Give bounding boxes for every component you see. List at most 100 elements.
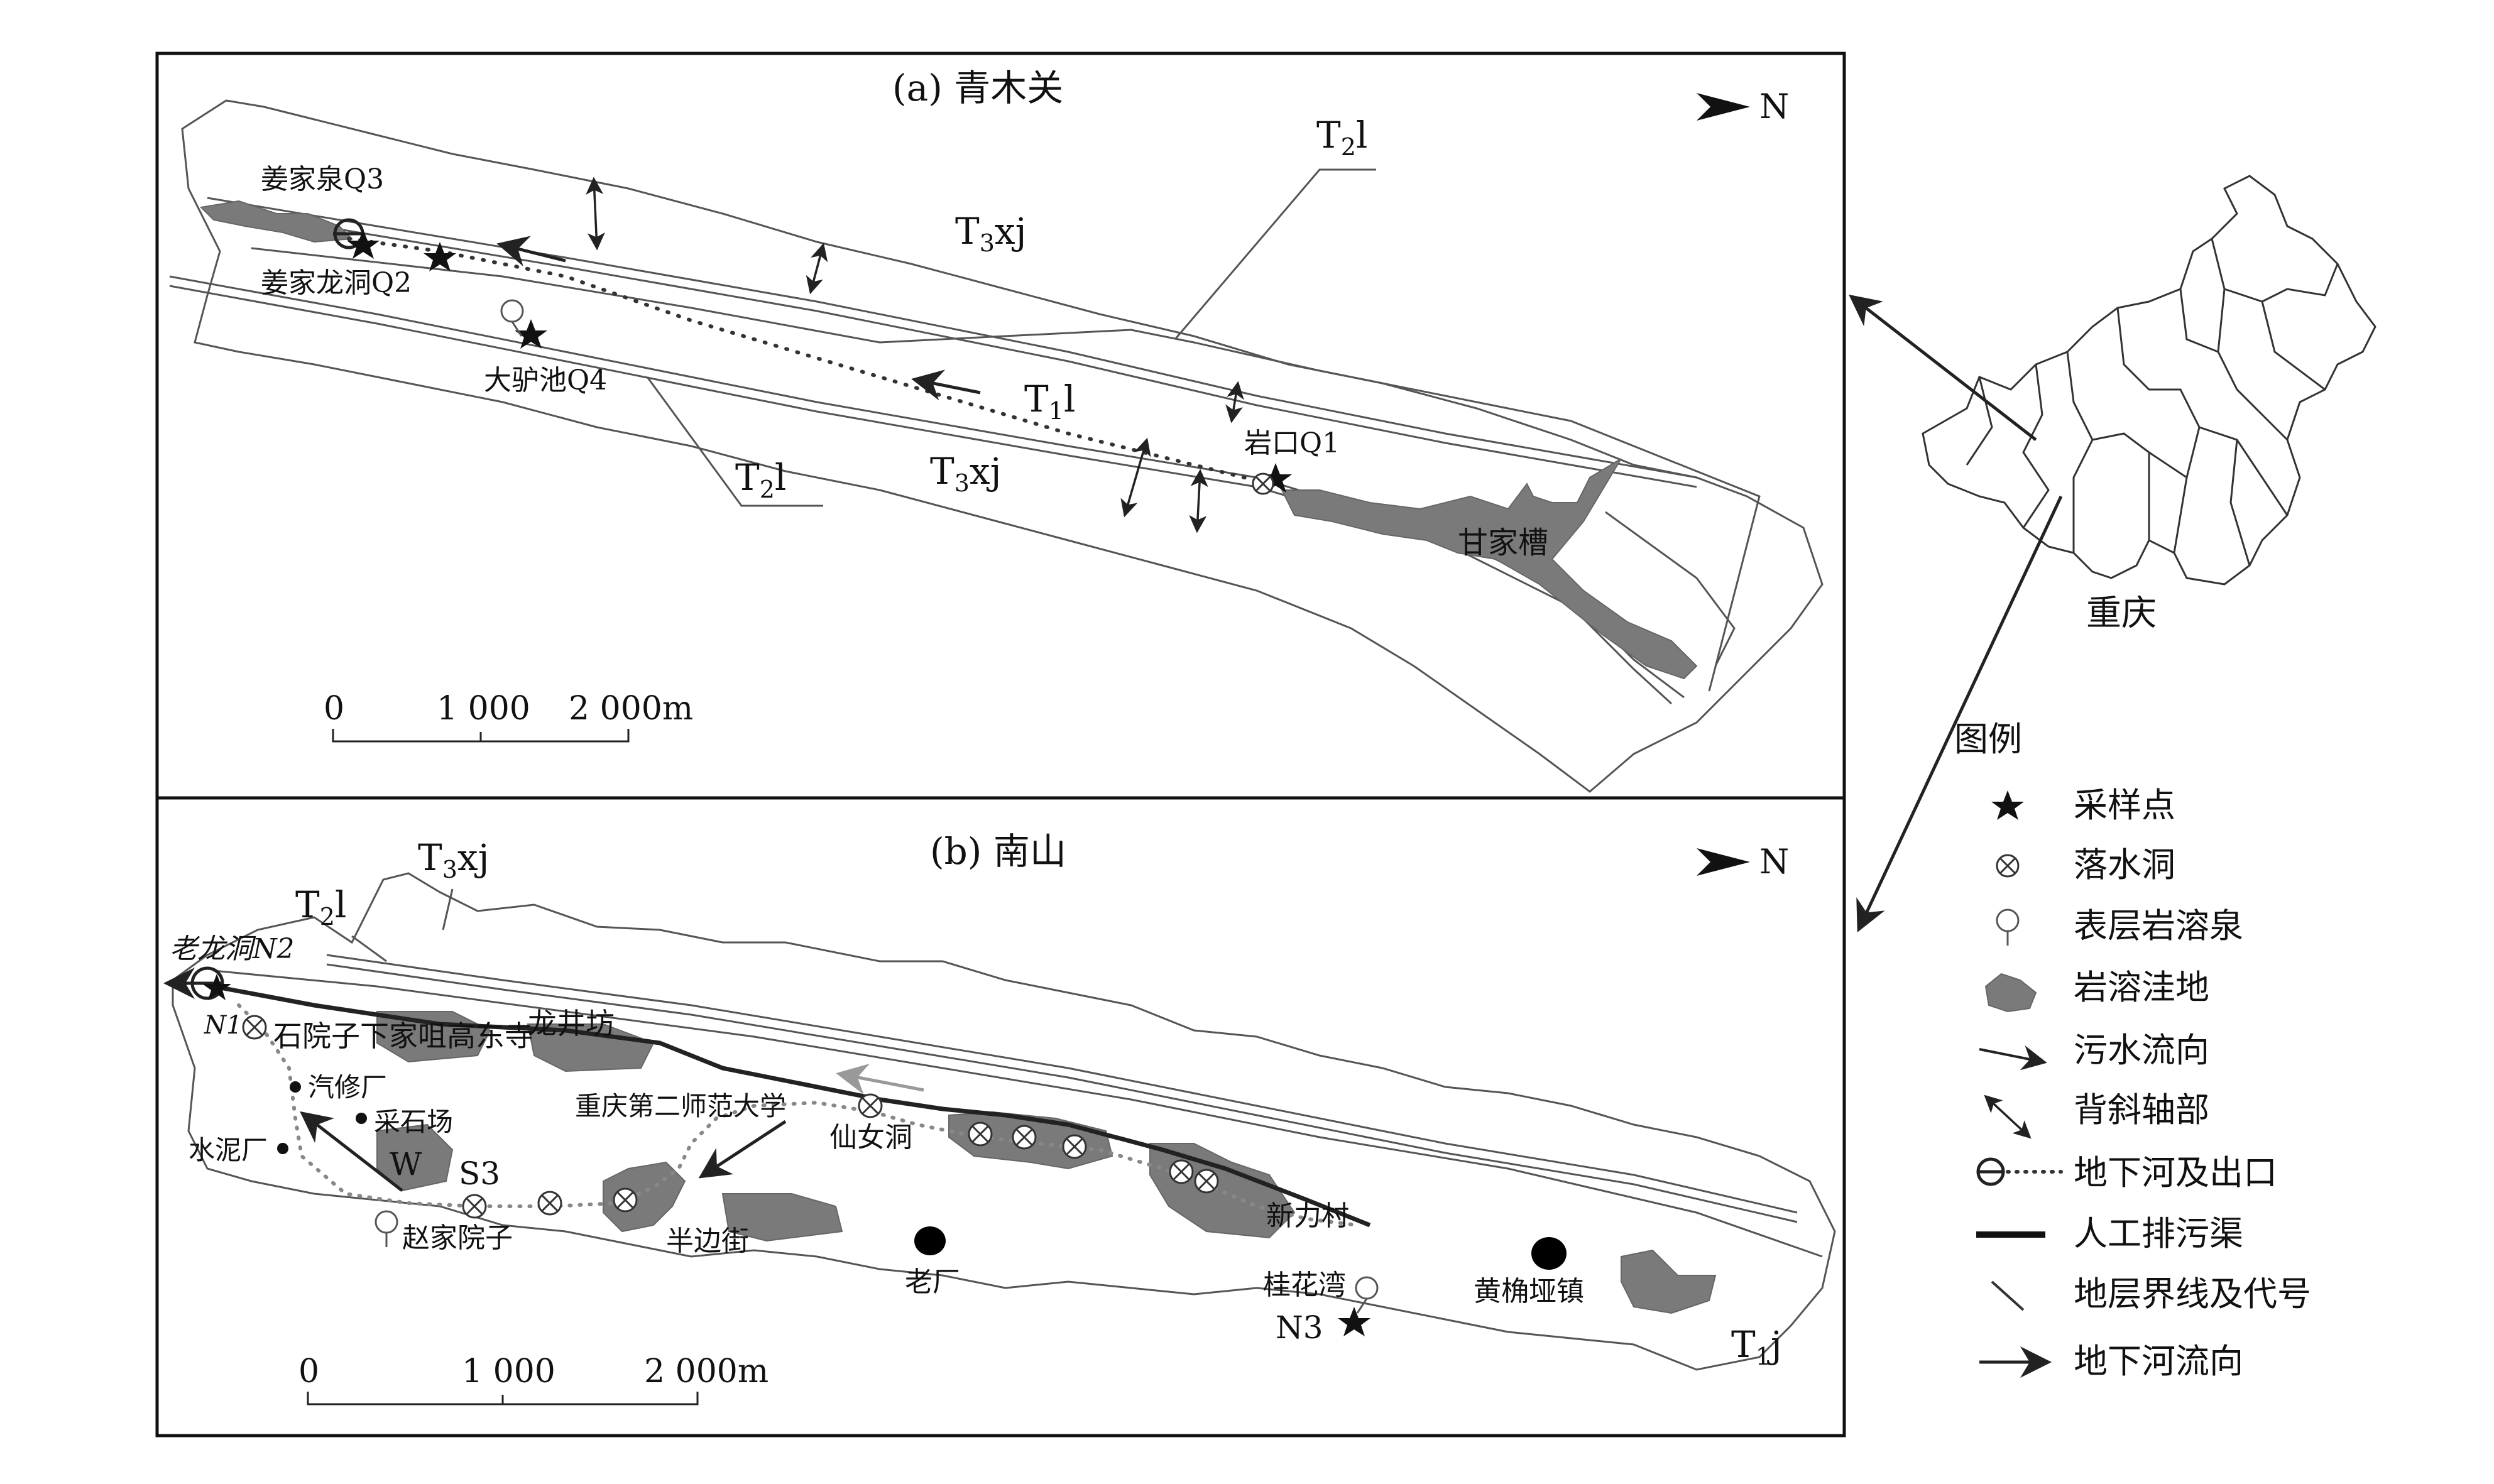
panel-a-label-q4: 大驴池Q4 xyxy=(484,364,607,396)
legend-item-sampling-point: 采样点 xyxy=(2074,785,2175,825)
panel-a-north-arrow: N xyxy=(1697,87,1789,126)
panel-b-label-guihuawan: 桂花湾 xyxy=(1263,1269,1346,1301)
panel-b-label-w: W xyxy=(390,1146,422,1182)
panel-a-boundary xyxy=(181,99,1824,793)
panel-b-label-xinlicun: 新力村 xyxy=(1266,1200,1349,1232)
panel-a-stratum-t1l: T1l xyxy=(1024,378,1075,425)
panel-b-sinkhole-3 xyxy=(613,1187,638,1213)
panel-b-label-caishichang: 采石场 xyxy=(374,1106,453,1137)
panel-b-label-n1: N1 xyxy=(204,1011,242,1040)
svg-text:2 000m: 2 000m xyxy=(644,1353,768,1390)
panel-b-north-arrow: N xyxy=(1697,842,1789,881)
panel-b-point-shuinichang xyxy=(277,1143,288,1154)
panel-b-town-huangjueya xyxy=(1531,1237,1567,1270)
inset-map-label: 重庆 xyxy=(2086,593,2157,634)
legend-item-stratum-boundary: 地层界线及代号 xyxy=(2074,1274,2311,1314)
panel-a-depression-ganjiacao xyxy=(1281,458,1698,680)
legend-item-river-flow: 地下河流向 xyxy=(2074,1341,2243,1381)
panel-b-label-xiannvdong: 仙女洞 xyxy=(829,1121,912,1154)
panel-a-stratum-t2l-bottom: T2l xyxy=(735,456,786,503)
panel-b-sinkhole-2 xyxy=(537,1191,562,1216)
panel-b-t3xj-leader xyxy=(442,888,454,930)
svg-text:2 000m: 2 000m xyxy=(569,690,693,728)
panel-b-stratum-t2l: T2l xyxy=(295,883,346,930)
panel-b-flow-arrow-w xyxy=(300,1111,403,1192)
legend: 图例 采样点 落水洞 表层岩溶泉 岩溶洼地 污水流向 背斜轴部 地 xyxy=(1954,719,2311,1381)
panel-a-stratum-t3xj-bottom: T3xj xyxy=(930,450,1002,497)
inset-map-outline xyxy=(1922,175,2376,586)
panel-b-river-outlet-symbol xyxy=(163,966,224,1000)
panel-a-anticline-3 xyxy=(1225,381,1244,423)
panel-b-label-laochang: 老厂 xyxy=(905,1266,960,1298)
panel-b-karst-spring-zhaojia xyxy=(375,1210,398,1247)
panel-a-label-q3: 姜家泉Q3 xyxy=(261,163,384,195)
legend-karst-spring-icon xyxy=(1996,908,2020,946)
panel-b-sinkhole-7 xyxy=(1169,1159,1194,1184)
panel-b-t2l-leader xyxy=(351,935,387,963)
panel-a-bedline-6 xyxy=(1605,511,1736,667)
panel-b-scale-bar: 0 1 000 2 000m xyxy=(298,1353,768,1405)
panel-b-label-banbianjie: 半边街 xyxy=(666,1225,749,1257)
inset-map-districts xyxy=(1966,238,2339,566)
panel-b-label-shuinichang: 水泥厂 xyxy=(189,1135,268,1165)
panel-b-label-shiyuanzi: 石院子下家咀高东寺 xyxy=(273,1019,533,1053)
legend-anticline-icon xyxy=(1984,1094,2032,1139)
panel-a-bedline-2 xyxy=(207,206,1697,488)
legend-item-sinkhole: 落水洞 xyxy=(2074,845,2175,885)
legend-item-underground-river: 地下河及出口 xyxy=(2074,1153,2277,1192)
panel-a-sample-q2 xyxy=(424,242,456,271)
panel-a-flow-arrow-2 xyxy=(911,369,981,401)
panel-b-point-caishichang xyxy=(356,1113,367,1124)
panel-b-bedline-3 xyxy=(326,963,1798,1223)
panel-b-label-n3: N3 xyxy=(1276,1309,1323,1346)
svg-text:N: N xyxy=(1759,842,1789,881)
panel-a-anticline-2 xyxy=(806,243,828,295)
panel-b-karst-spring-guihuawan xyxy=(1355,1276,1379,1314)
panel-a-title: (a) 青木关 xyxy=(892,67,1063,109)
panel-b-sinkhole-n1 xyxy=(242,1015,267,1040)
legend-item-karst-depression: 岩溶洼地 xyxy=(2074,968,2209,1007)
panel-b-sinkhole-8 xyxy=(1194,1169,1219,1194)
legend-item-karst-spring: 表层岩溶泉 xyxy=(2074,906,2243,946)
panel-b-flow-arrow-university xyxy=(698,1120,787,1179)
panel-a-sample-q3 xyxy=(347,229,380,259)
panel-a-underground-river xyxy=(347,237,1271,486)
legend-underground-river-icon xyxy=(1976,1157,2063,1186)
connector-to-panel-a xyxy=(1849,294,2037,441)
panel-a-frame xyxy=(155,52,1846,800)
panel-a-sinkhole-q1 xyxy=(1252,472,1274,495)
legend-item-anticline: 背斜轴部 xyxy=(2074,1090,2209,1130)
panel-b-sinkhole-xiannvdong xyxy=(858,1093,883,1118)
panel-b-bedline-2 xyxy=(326,954,1798,1214)
panel-b-depression-w xyxy=(376,1123,454,1192)
panel-a-label-ganjiacao: 甘家槽 xyxy=(1458,525,1548,560)
panel-a-label-q2: 姜家龙洞Q2 xyxy=(261,267,412,299)
svg-text:1 000: 1 000 xyxy=(437,690,530,728)
panel-a-sample-q4 xyxy=(515,319,547,349)
panel-b-label-university: 重庆第二师范大学 xyxy=(575,1091,786,1121)
legend-depression-icon xyxy=(1984,973,2037,1013)
panel-b-town-laochang xyxy=(914,1226,946,1255)
legend-sinkhole-icon xyxy=(1996,854,2020,878)
svg-text:N: N xyxy=(1759,87,1789,126)
panel-b-frame xyxy=(155,796,1846,1438)
panel-b-boundary xyxy=(172,872,1836,1371)
legend-item-sewage-flow: 污水流向 xyxy=(2074,1030,2209,1070)
panel-b-label-longjingfang: 龙井坊 xyxy=(528,1007,615,1040)
panel-b-stratum-t3xj: T3xj xyxy=(418,836,490,883)
svg-text:0: 0 xyxy=(324,690,344,728)
legend-stratum-boundary-icon xyxy=(1991,1280,2025,1311)
legend-item-sewage-channel: 人工排污渠 xyxy=(2074,1214,2243,1253)
svg-text:1 000: 1 000 xyxy=(462,1353,555,1390)
panel-a-t2l-bottom-leader xyxy=(646,376,823,507)
panel-b-sinkhole-6 xyxy=(1062,1134,1087,1159)
panel-a-stratum-t3xj-top: T3xj xyxy=(955,210,1027,257)
panel-b: N (b) 南山 T3xj T2l T1j 老龙洞N2 N1 石院子下家咀高东寺… xyxy=(155,796,1846,1438)
panel-a-t2l-top-leader xyxy=(1174,168,1376,340)
panel-a-bedline-3 xyxy=(251,247,1761,692)
panel-b-bedline-1 xyxy=(213,969,1823,1258)
inset-map-chongqing: 重庆 xyxy=(1922,175,2376,634)
panel-a-anticline-4 xyxy=(1120,437,1151,518)
panel-b-depression-huangjueya xyxy=(1621,1249,1717,1314)
